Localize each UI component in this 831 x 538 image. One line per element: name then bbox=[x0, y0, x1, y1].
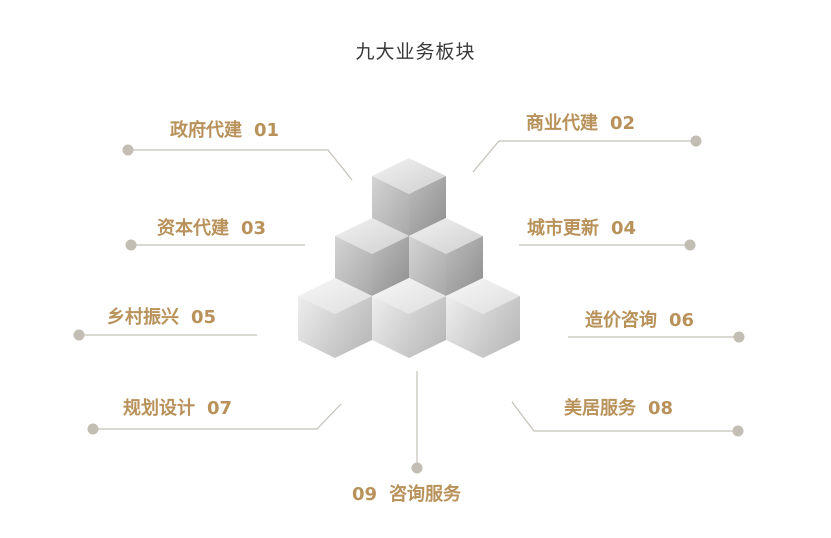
module-number: 03 bbox=[241, 218, 267, 239]
connector-dot-07 bbox=[87, 423, 99, 435]
connector-dot-03 bbox=[125, 239, 137, 251]
module-number: 06 bbox=[669, 310, 695, 331]
module-number: 04 bbox=[611, 218, 637, 239]
cube-bottom-right bbox=[446, 278, 520, 358]
diagram-title: 九大业务板块 bbox=[355, 41, 476, 63]
connector-line-07 bbox=[93, 403, 342, 430]
connector-line-02 bbox=[472, 140, 696, 173]
module-label-02: 商业代建 02 bbox=[526, 113, 635, 135]
cube-middle-left bbox=[335, 218, 409, 296]
module-number: 08 bbox=[648, 398, 674, 419]
connector-dot-09 bbox=[411, 462, 423, 474]
module-label-03: 资本代建 03 bbox=[157, 218, 266, 240]
module-label-04: 城市更新 04 bbox=[527, 218, 636, 240]
connector-dot-05 bbox=[73, 329, 85, 341]
connector-dot-04 bbox=[684, 239, 696, 251]
connector-dot-08 bbox=[732, 425, 744, 437]
connector-line-08 bbox=[511, 401, 738, 432]
module-name: 资本代建 bbox=[157, 218, 229, 239]
module-label-08: 美居服务 08 bbox=[564, 398, 673, 420]
module-label-07: 规划设计 07 bbox=[123, 398, 232, 420]
module-name: 政府代建 bbox=[170, 120, 242, 141]
connector-dot-01 bbox=[122, 144, 134, 156]
module-number: 01 bbox=[254, 120, 280, 141]
module-number: 02 bbox=[610, 113, 636, 134]
module-label-05: 乡村振兴 05 bbox=[107, 307, 216, 329]
module-label-06: 造价咨询 06 bbox=[585, 310, 694, 332]
module-name: 咨询服务 bbox=[389, 484, 462, 505]
cube-bottom-left bbox=[298, 278, 372, 358]
module-name: 商业代建 bbox=[526, 113, 598, 134]
module-label-09: 09 咨询服务 bbox=[352, 484, 461, 506]
connector-dot-02 bbox=[690, 135, 702, 147]
module-name: 规划设计 bbox=[123, 398, 195, 419]
module-number: 09 bbox=[352, 484, 378, 505]
module-number: 05 bbox=[191, 307, 217, 328]
module-name: 城市更新 bbox=[527, 218, 599, 239]
connector-dot-06 bbox=[733, 331, 745, 343]
module-name: 造价咨询 bbox=[585, 310, 657, 331]
connector-line-01 bbox=[128, 149, 353, 181]
cube-pyramid bbox=[298, 158, 520, 358]
cube-top bbox=[372, 158, 446, 236]
cube-middle-right bbox=[409, 218, 483, 296]
cube-bottom-center bbox=[372, 278, 446, 358]
module-number: 07 bbox=[207, 398, 233, 419]
module-name: 乡村振兴 bbox=[107, 307, 179, 328]
module-label-01: 政府代建 01 bbox=[170, 120, 279, 142]
module-name: 美居服务 bbox=[564, 398, 636, 419]
